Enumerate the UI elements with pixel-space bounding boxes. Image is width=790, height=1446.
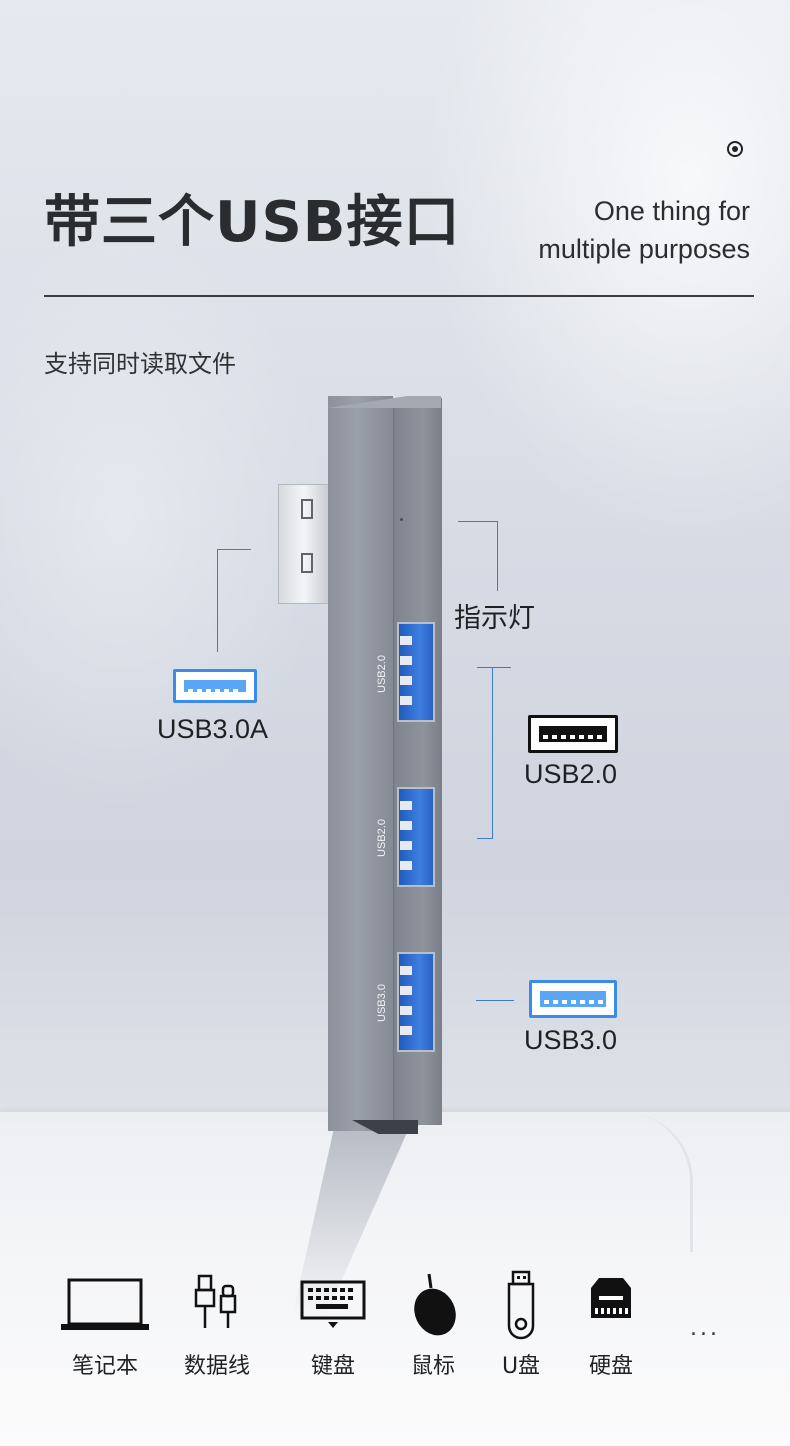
usb-plug xyxy=(278,484,330,604)
callout-line xyxy=(458,521,498,522)
tagline: One thing for multiple purposes xyxy=(538,192,750,268)
device-usb-drive: U盘 xyxy=(466,1270,576,1390)
usb2-port-icon xyxy=(528,715,618,753)
callout-line xyxy=(217,549,218,652)
device-label: 键盘 xyxy=(310,1354,355,1379)
device-keyboard: 键盘 xyxy=(278,1270,388,1390)
device-label: 硬盘 xyxy=(588,1354,633,1379)
keyboard-icon xyxy=(300,1280,366,1328)
plug-hole xyxy=(301,553,313,573)
table-edge xyxy=(610,1112,693,1252)
callout-indicator: 指示灯 xyxy=(454,603,535,634)
hub-body xyxy=(328,396,393,1131)
mouse-icon xyxy=(414,1273,456,1336)
device-label: 数据线 xyxy=(183,1354,250,1379)
device-laptop: 笔记本 xyxy=(50,1270,160,1390)
callout-line xyxy=(217,549,251,550)
laptop-icon xyxy=(61,1278,149,1330)
device-hard-drive: 硬盘 xyxy=(556,1270,666,1390)
device-label: 鼠标 xyxy=(410,1354,455,1379)
callout-usb3: USB3.0 xyxy=(524,1025,618,1055)
usb-port xyxy=(397,952,435,1052)
callout-line xyxy=(476,1000,514,1001)
callout-line xyxy=(497,521,498,591)
callout-line xyxy=(492,667,493,839)
port-label: USB2.0 xyxy=(376,655,388,693)
page-subtitle: 支持同时读取文件 xyxy=(44,350,236,378)
record-icon xyxy=(727,141,743,157)
indicator-led xyxy=(400,518,403,521)
device-data-cable: 数据线 xyxy=(162,1270,272,1390)
callout-line xyxy=(477,667,511,668)
page-title: 带三个USB接口 xyxy=(44,190,461,255)
usb3-port-icon xyxy=(173,669,257,703)
tagline-line2: multiple purposes xyxy=(538,234,750,264)
usb3-port-icon xyxy=(529,980,617,1018)
plug-hole xyxy=(301,499,313,519)
usb-drive-icon xyxy=(507,1270,535,1340)
port-label: USB2.0 xyxy=(376,819,388,857)
callout-usb3a: USB3.0A xyxy=(157,714,269,744)
device-label: 笔记本 xyxy=(71,1354,138,1379)
device-mouse: 鼠标 xyxy=(378,1270,488,1390)
data-cable-icon xyxy=(194,1274,237,1328)
port-label: USB3.0 xyxy=(376,984,388,1022)
usb-port xyxy=(397,622,435,722)
more-indicator: ... xyxy=(690,1316,720,1341)
callout-line xyxy=(477,838,493,839)
hard-drive-icon xyxy=(591,1278,631,1318)
usb-port xyxy=(397,787,435,887)
header-divider xyxy=(44,295,754,297)
device-label: U盘 xyxy=(501,1354,541,1379)
tagline-line1: One thing for xyxy=(593,196,750,226)
callout-usb2: USB2.0 xyxy=(524,759,618,789)
